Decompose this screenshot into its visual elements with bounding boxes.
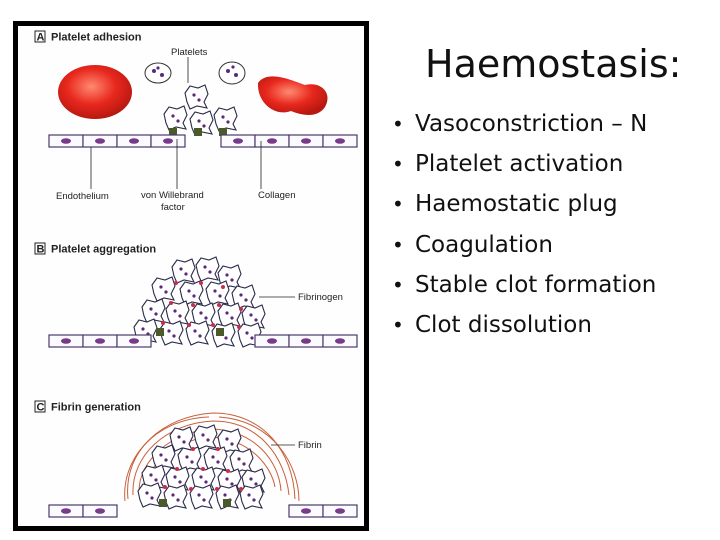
panel-b: B Platelet aggregation Fibrinogen [34, 242, 358, 348]
bullet-item: • Haemostatic plug [392, 188, 656, 228]
bullet-list: • Vasoconstriction – N • Platelet activati… [392, 108, 656, 349]
bullet-item: • Vasoconstriction – N [392, 108, 656, 148]
vwf-label-line1: von Willebrand [141, 190, 204, 201]
bullet-text: Stable clot formation [415, 271, 657, 298]
panel-c: C Fibrin generation [34, 400, 358, 518]
red-blood-cell [58, 65, 132, 119]
platelet-aggregate [133, 256, 266, 348]
bullet-dot: • [392, 232, 404, 257]
bullet-item: • Stable clot formation [392, 269, 656, 309]
bullet-text: Vasoconstriction – N [415, 111, 648, 137]
slide-title: Haemostasis: [425, 42, 682, 86]
bullet-dot: • [392, 272, 404, 297]
figure-illustration: A Platelet adhesion Platelets [18, 26, 364, 526]
panel-b-letter: B [37, 244, 45, 256]
panel-a-letter: A [37, 32, 45, 44]
bullet-text: Clot dissolution [415, 311, 592, 338]
bullet-text: Coagulation [415, 231, 553, 258]
bullet-dot: • [392, 312, 404, 337]
bullet-text: Haemostatic plug [415, 191, 618, 218]
red-blood-cell-deformed [257, 76, 328, 115]
bullet-item: • Coagulation [392, 229, 656, 269]
bullet-text: Platelet activation [415, 151, 624, 178]
panel-c-title: Fibrin generation [51, 402, 141, 414]
bullet-item: • Clot dissolution [392, 309, 656, 349]
platelets-label: Platelets [171, 47, 208, 58]
vwf-label-line2: factor [161, 202, 185, 213]
fibrin-label: Fibrin [298, 440, 322, 451]
bullet-item: • Platelet activation [392, 148, 656, 188]
haemostasis-figure: A Platelet adhesion Platelets [13, 21, 369, 531]
bullet-dot: • [392, 152, 404, 177]
panel-a: A Platelet adhesion Platelets [34, 30, 358, 213]
panel-c-letter: C [37, 402, 45, 414]
fibrinogen-label: Fibrinogen [298, 292, 343, 303]
panel-a-title: Platelet adhesion [51, 32, 142, 44]
collagen-label: Collagen [258, 190, 296, 201]
bullet-dot: • [392, 192, 404, 217]
clot-platelets [137, 424, 266, 510]
activated-platelet [184, 84, 209, 110]
endothelium-label: Endothelium [56, 191, 109, 202]
panel-b-title: Platelet aggregation [51, 244, 156, 256]
bullet-dot: • [392, 112, 404, 136]
